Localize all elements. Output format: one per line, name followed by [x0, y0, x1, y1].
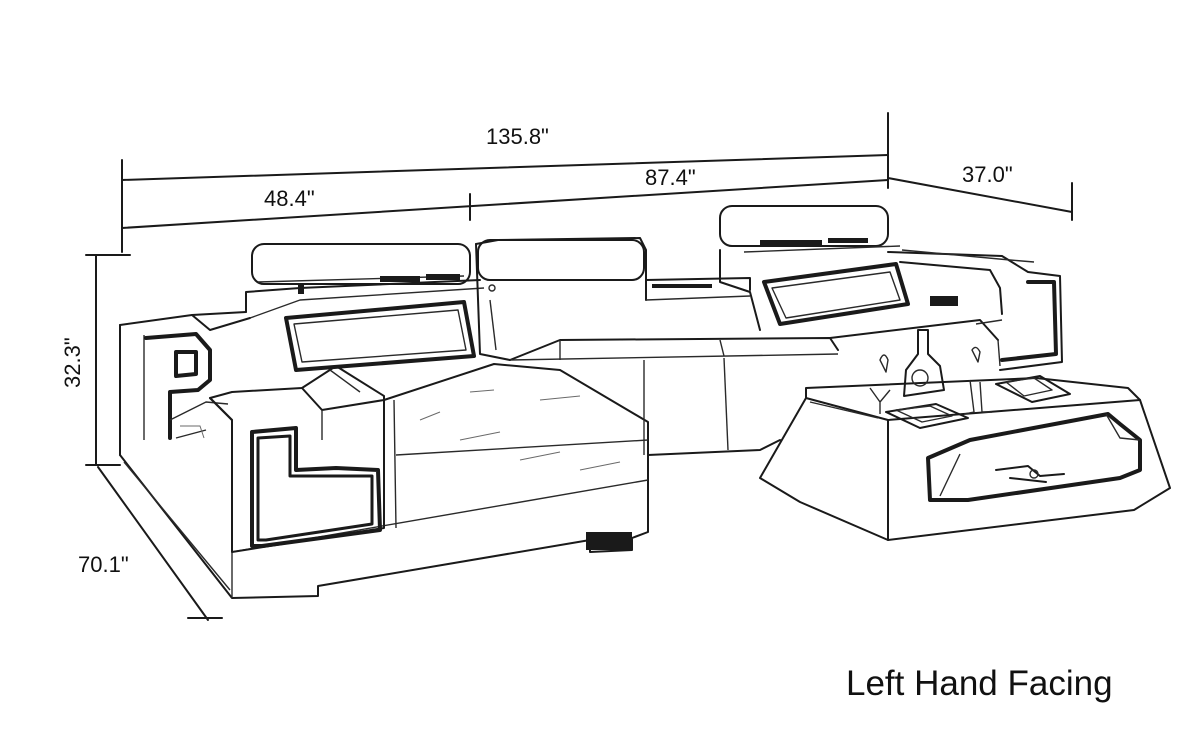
facing-caption: Left Hand Facing	[846, 664, 1113, 703]
depth-label: 70.1"	[78, 552, 129, 577]
dimension-lines	[85, 112, 1073, 621]
sofa-width-label: 87.4"	[645, 165, 696, 190]
overall-width-label: 135.8"	[486, 124, 549, 149]
coffee-table-drawing	[759, 329, 1171, 541]
chaise-width-label: 48.4"	[264, 186, 315, 211]
sectional-sofa-drawing	[119, 205, 1063, 599]
table-width-label: 37.0"	[962, 162, 1013, 187]
height-label: 32.3"	[60, 337, 85, 388]
